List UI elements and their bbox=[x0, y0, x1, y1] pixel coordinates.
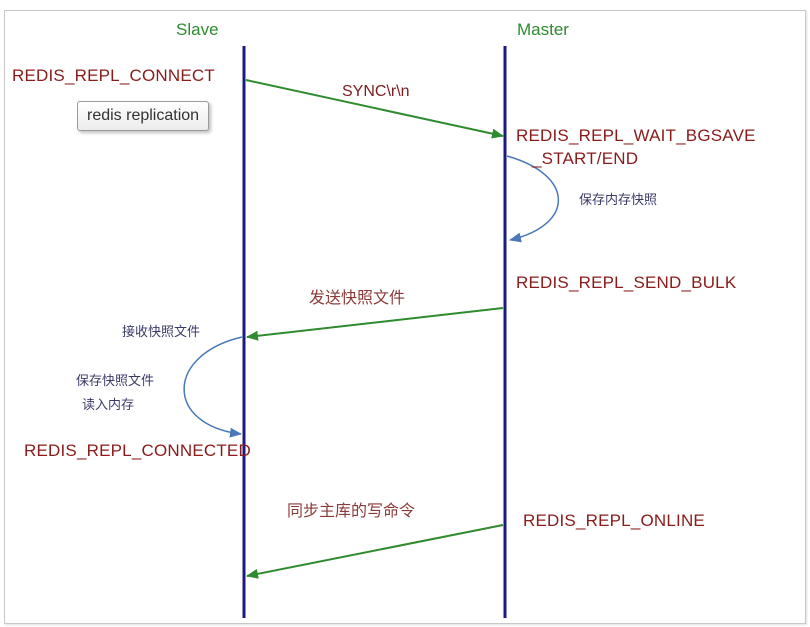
state-connected: REDIS_REPL_CONNECTED bbox=[24, 441, 251, 460]
receive-snapshot-note: 接收快照文件 bbox=[122, 325, 201, 340]
state-wait-bgsave-line1: REDIS_REPL_WAIT_BGSAVE bbox=[516, 126, 756, 145]
master-lane-title: Master bbox=[517, 20, 569, 39]
state-wait-bgsave-line2: _START/END bbox=[532, 149, 639, 168]
state-repl-connect: REDIS_REPL_CONNECT bbox=[12, 66, 215, 85]
sync-writes-arrow bbox=[246, 524, 504, 579]
load-snapshot-note-line1: 保存快照文件 bbox=[76, 374, 155, 389]
sync-writes-label: 同步主库的写命令 bbox=[287, 501, 416, 520]
send-snapshot-arrow bbox=[246, 307, 504, 341]
sync-message-label: SYNC\r\n bbox=[342, 83, 410, 100]
slave-self-arrow bbox=[183, 336, 243, 438]
state-online: REDIS_REPL_ONLINE bbox=[523, 511, 705, 530]
master-self-arrow bbox=[506, 155, 560, 243]
redis-replication-tooltip: redis replication bbox=[77, 101, 210, 131]
sync-arrow bbox=[245, 79, 504, 139]
state-send-bulk: REDIS_REPL_SEND_BULK bbox=[516, 273, 737, 292]
save-memory-snapshot-note: 保存内存快照 bbox=[579, 193, 658, 208]
slave-lane-title: Slave bbox=[176, 20, 219, 39]
send-snapshot-label: 发送快照文件 bbox=[309, 288, 406, 307]
load-snapshot-note-line2: 读入内存 bbox=[82, 398, 135, 413]
